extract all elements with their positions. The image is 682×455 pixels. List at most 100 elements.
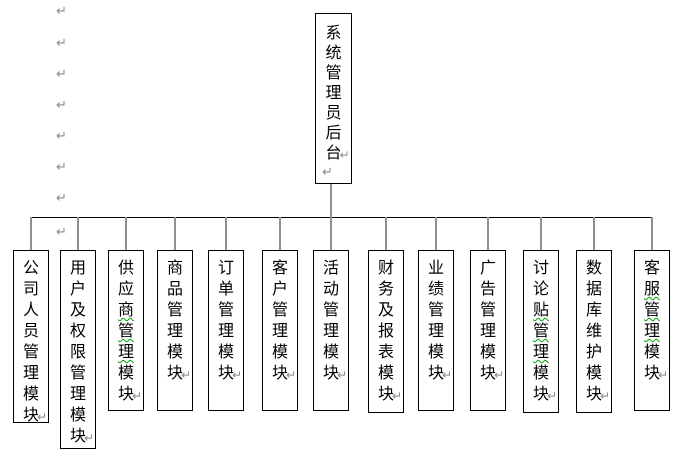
box-label-char: 客 [643, 260, 660, 277]
paragraph-mark-icon: ↵ [56, 98, 67, 113]
box-label-char: 模 [585, 365, 602, 382]
box-label-char: 公 [22, 260, 39, 277]
box-label-char: 模 [322, 344, 339, 361]
box-label-char: 供 [117, 260, 134, 277]
box-label-char: 模 [479, 344, 496, 361]
box-label-char: 论 [532, 281, 549, 298]
box-label-char: 理 [22, 365, 39, 382]
box-label-char: 理 [427, 323, 444, 340]
box-label-char: 后 [325, 125, 342, 142]
paragraph-mark-icon: ↵ [56, 129, 67, 144]
box-label-char: 理 [325, 85, 342, 102]
box-label-char: 模 [117, 365, 134, 382]
box-label-char: 及 [69, 302, 86, 319]
box-label-char: 权 [69, 323, 86, 340]
box-label-char: 绩 [427, 281, 444, 298]
box-label-char: 数 [585, 260, 602, 277]
box-label-char: 块 [377, 386, 394, 403]
box-label-char: 订 [217, 260, 234, 277]
connector-horizontal-rail [30, 217, 653, 218]
box-label-char: 管 [325, 65, 342, 82]
box-label-char: 报 [377, 323, 394, 340]
box-label-char: 管 [322, 302, 339, 319]
module-box-finance-report: 财务及报表模块↵ [368, 250, 404, 413]
box-label-char: 单 [217, 281, 234, 298]
box-label-char: 表 [377, 344, 394, 361]
box-label-char: 务 [377, 281, 394, 298]
box-label-char: 管 [217, 302, 234, 319]
connector-stub-2 [77, 217, 79, 250]
paragraph-mark-icon: ↵ [56, 225, 67, 240]
connector-root-vertical [330, 184, 332, 218]
box-label-char: 块 [271, 365, 288, 382]
connector-stub-13 [651, 217, 653, 250]
box-label-char: 块 [217, 365, 234, 382]
box-label-char: 活 [322, 260, 339, 277]
box-label-char: 户 [69, 281, 86, 298]
box-label-char: 块 [532, 386, 549, 403]
connector-stub-1 [30, 217, 32, 250]
connector-stub-7 [330, 217, 332, 250]
box-label-char: 统 [325, 45, 342, 62]
box-label-char: 理 [166, 323, 183, 340]
box-label-char: 管 [643, 302, 660, 319]
connector-stub-12 [593, 217, 595, 250]
box-label-char: 及 [377, 302, 394, 319]
box-label-char: 员 [325, 105, 342, 122]
box-label-char: 模 [377, 365, 394, 382]
module-box-discussion-post: 讨论贴管理模块↵ [523, 250, 559, 413]
connector-stub-3 [125, 217, 127, 250]
box-label-char: 限 [69, 344, 86, 361]
box-label-char: 管 [427, 302, 444, 319]
box-label-char: 台 [325, 145, 342, 162]
connector-stub-5 [225, 217, 227, 250]
module-box-company-personnel: 公司人员管理模块↵ [13, 250, 49, 424]
box-label-char: 理 [479, 323, 496, 340]
module-box-user-permission: 用户及权限管理模块↵ [60, 250, 96, 449]
connector-stub-9 [435, 217, 437, 250]
box-label-char: 模 [69, 407, 86, 424]
box-label-char: 管 [479, 302, 496, 319]
paragraph-mark-icon: ↵ [322, 165, 333, 180]
box-label-char: 管 [166, 302, 183, 319]
module-box-order: 订单管理模块↵ [208, 250, 244, 411]
box-label-char: 广 [479, 260, 496, 277]
box-label-char: 业 [427, 260, 444, 277]
box-label-char: 人 [22, 302, 39, 319]
module-box-activity: 活动管理模块↵ [313, 250, 349, 411]
box-label-char: 模 [271, 344, 288, 361]
box-label-char: 管 [117, 323, 134, 340]
module-box-supplier: 供应商管理模块↵ [108, 250, 144, 411]
box-label-char: 应 [117, 281, 134, 298]
box-label-char: 商 [117, 302, 134, 319]
box-label-char: 理 [69, 386, 86, 403]
box-label-char: 理 [322, 323, 339, 340]
box-label-char: 块 [166, 365, 183, 382]
module-box-advertising: 广告管理模块↵ [470, 250, 506, 411]
connector-stub-4 [174, 217, 176, 250]
connector-stub-11 [540, 217, 542, 250]
box-label-char: 户 [271, 281, 288, 298]
box-label-char: 告 [479, 281, 496, 298]
box-label-char: 动 [322, 281, 339, 298]
box-label-char: 司 [22, 281, 39, 298]
box-label-char: 理 [271, 323, 288, 340]
box-label-char: 管 [22, 344, 39, 361]
box-label-char: 块 [585, 386, 602, 403]
box-label-char: 员 [22, 323, 39, 340]
connector-stub-8 [385, 217, 387, 250]
box-label-char: 贴 [532, 302, 549, 319]
box-label-char: 块 [69, 428, 86, 445]
box-label-char: 块 [117, 386, 134, 403]
box-label-char: 块 [427, 365, 444, 382]
box-label-char: 理 [643, 323, 660, 340]
root-box-system-admin-backend: 系统管理员后台↵ [315, 13, 352, 184]
box-label-char: 管 [69, 365, 86, 382]
box-label-char: 模 [643, 344, 660, 361]
paragraph-mark-icon: ↵ [56, 67, 67, 82]
box-label-char: 管 [271, 302, 288, 319]
box-label-char: 模 [166, 344, 183, 361]
paragraph-mark-icon: ↵ [56, 4, 67, 19]
box-label-char: 维 [585, 323, 602, 340]
